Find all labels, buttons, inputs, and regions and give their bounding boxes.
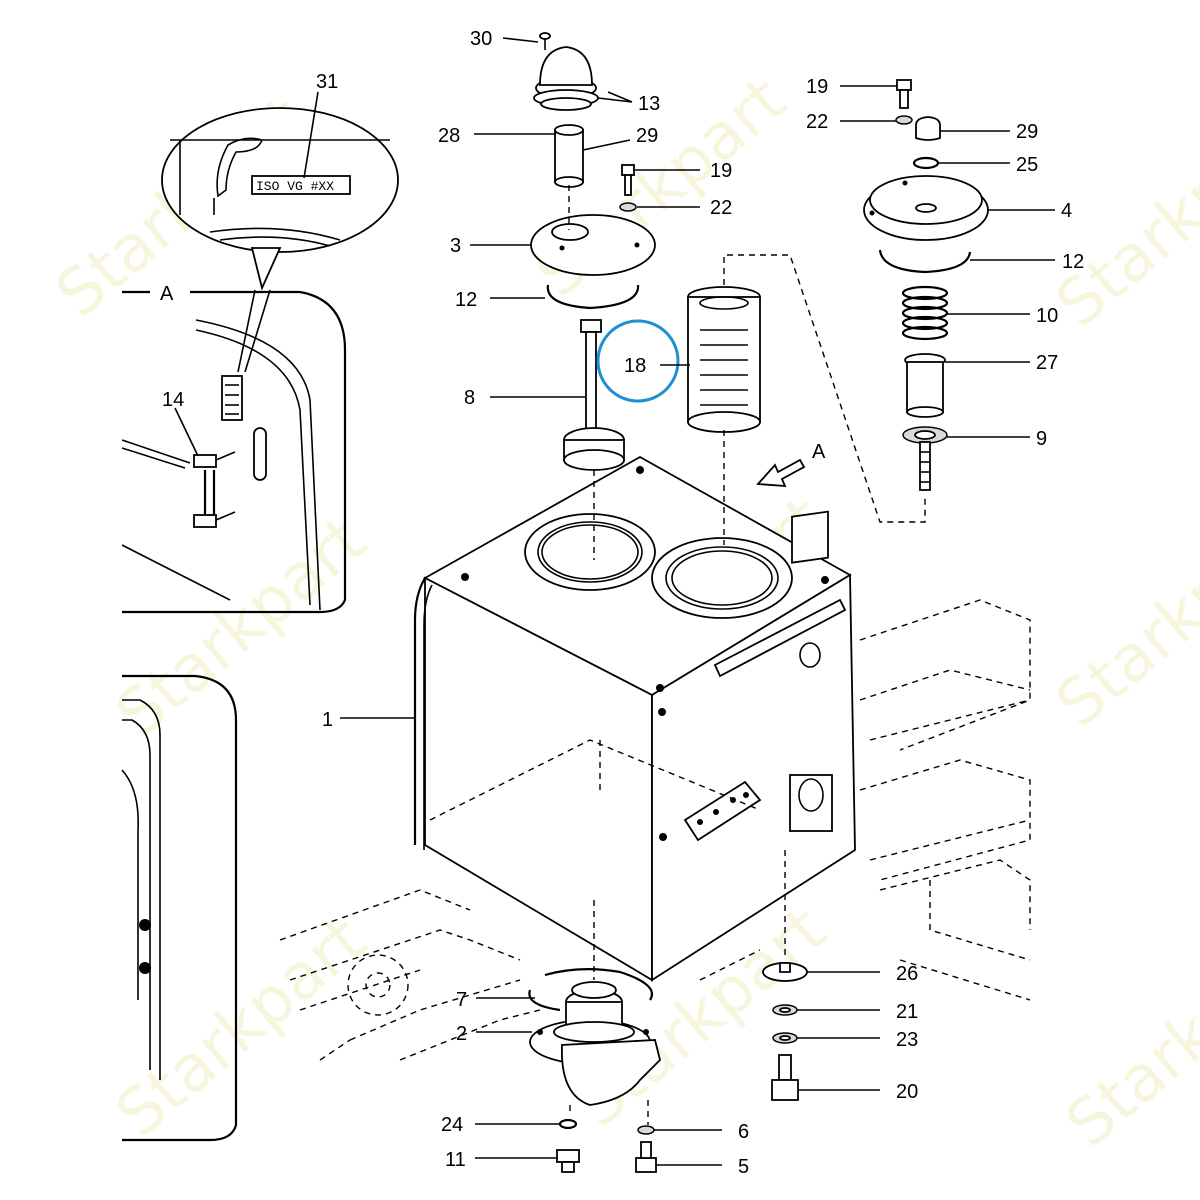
callout-13: 13: [638, 93, 660, 115]
watermark: Starkpart: [1043, 493, 1200, 742]
callout-18: 18: [624, 355, 646, 377]
view-arrow-a: A: [756, 441, 826, 488]
spring-10: [901, 285, 949, 341]
callout-23: 23: [896, 1029, 918, 1051]
detail-view-a: [121, 289, 347, 614]
callout-7: 7: [456, 989, 467, 1011]
callout-8: 8: [464, 387, 475, 409]
callout-19: 19: [806, 76, 828, 98]
callout-5: 5: [738, 1156, 749, 1178]
tank-mount-hardware: [762, 850, 808, 1101]
view-label: A: [812, 441, 826, 463]
callout-29: 29: [1016, 121, 1038, 143]
callout-25: 25: [1016, 154, 1038, 176]
watermark: Starkpart: [103, 503, 380, 752]
callout-26: 26: [896, 963, 918, 985]
breather-cap-assembly: [530, 32, 656, 560]
callout-22: 22: [710, 197, 732, 219]
watermark: Starkpart: [103, 903, 380, 1152]
callout-1: 1: [322, 709, 333, 731]
oil-label-balloon: ISO VG #XX: [161, 107, 399, 291]
callout-14: 14: [162, 389, 184, 411]
watermark: Starkpart: [1053, 913, 1200, 1162]
callout-10: 10: [1036, 305, 1058, 327]
callout-31: 31: [316, 71, 338, 93]
oil-grade-label: ISO VG #XX: [256, 179, 334, 194]
callout-27: 27: [1036, 352, 1058, 374]
callout-6: 6: [738, 1121, 749, 1143]
callout-19: 19: [710, 160, 732, 182]
callout-11: 11: [445, 1149, 466, 1171]
leader-lines: [174, 37, 1055, 1166]
callout-2: 2: [456, 1023, 467, 1045]
bolt-19-washer-22: [619, 164, 637, 212]
callout-28: 28: [438, 125, 460, 147]
callout-3: 3: [450, 235, 461, 257]
callout-21: 21: [896, 1001, 918, 1023]
callout-4: 4: [1061, 200, 1072, 222]
callout-12: 12: [1062, 251, 1084, 273]
inset-view-label: A: [160, 283, 174, 305]
callout-22: 22: [806, 111, 828, 133]
highlight-circle-18: [596, 319, 680, 403]
callout-30: 30: [470, 28, 492, 50]
callout-29: 29: [636, 125, 658, 147]
callout-9: 9: [1036, 428, 1047, 450]
filler-assembly-right: [863, 79, 989, 491]
filter-element-18: [687, 254, 926, 545]
suction-port-assembly: [528, 900, 661, 1173]
callout-20: 20: [896, 1081, 918, 1103]
hydraulic-tank: [413, 455, 856, 982]
cab-side-panel: [121, 674, 238, 1142]
callout-24: 24: [441, 1114, 463, 1136]
callout-labels: 30 13 28 29 19 22 3 12 8 18 31 14 19 22 …: [162, 28, 1084, 1178]
callout-12: 12: [455, 289, 477, 311]
